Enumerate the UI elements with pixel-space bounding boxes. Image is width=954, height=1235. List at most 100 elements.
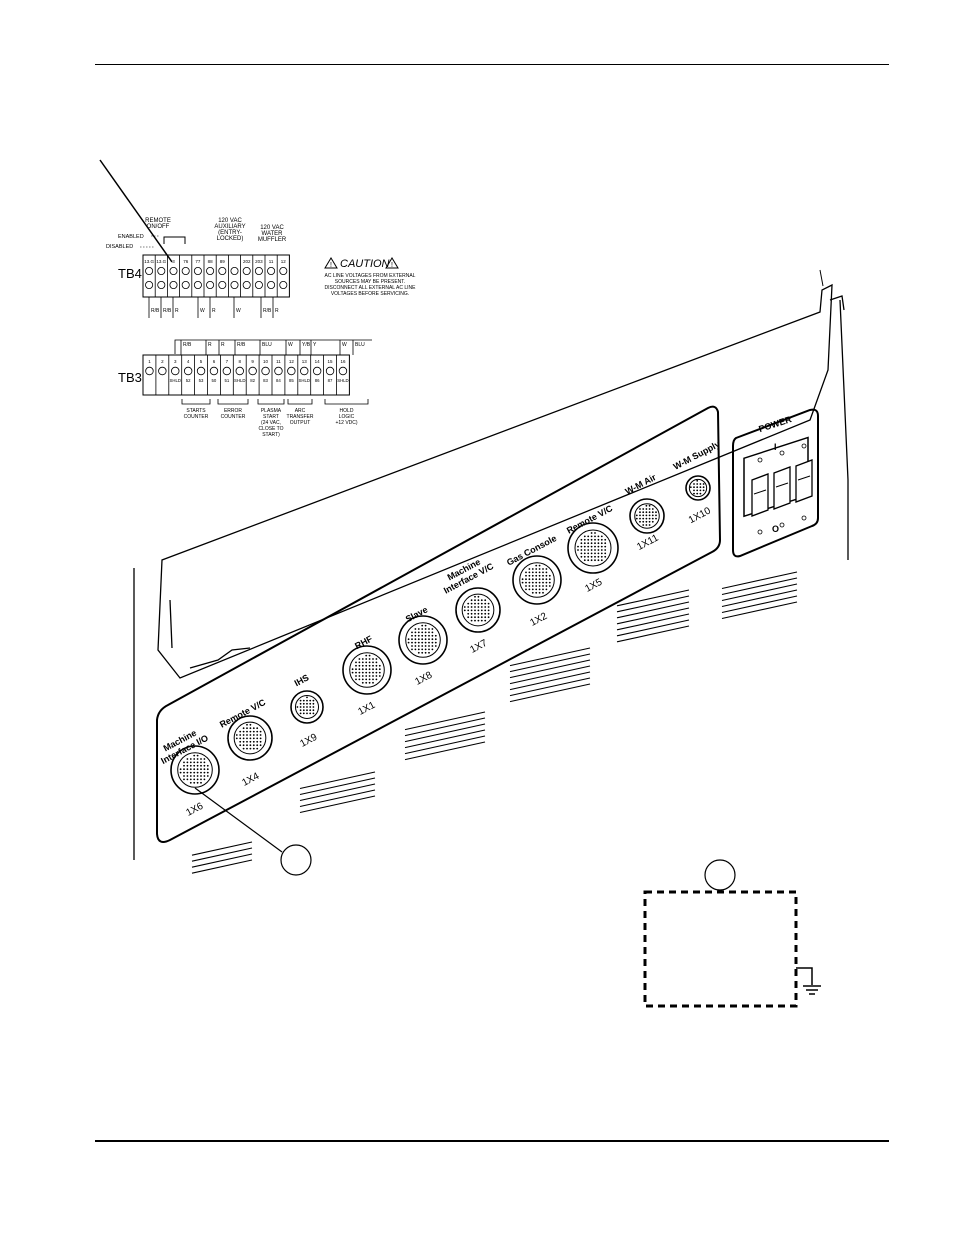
tb3-terminal-number: 1: [148, 359, 151, 364]
tb3-terminal-number: 3: [174, 359, 177, 364]
connector-face: [177, 752, 213, 788]
vent-slots: [191, 571, 798, 874]
caution-notice: ! CAUTION ! AC LINE VOLTAGES FROM EXTERN…: [324, 257, 417, 297]
tb4-terminal: 88: [203, 255, 215, 297]
enclosure-outline: [133, 269, 849, 860]
connector-id: 1X10: [687, 505, 713, 526]
tb3-terminal-code: 83: [263, 378, 268, 383]
tb3-terminal-code: 85: [289, 378, 294, 383]
tb3-wire-label: BLU: [355, 342, 365, 348]
power-switch-rockers[interactable]: [751, 443, 813, 535]
tb3-wire-label: R: [221, 342, 225, 348]
connector-id: 1X11: [635, 532, 661, 553]
connector-id: 1X6: [184, 801, 205, 819]
tb3-terminal: 2: [155, 355, 167, 395]
tb3-terminal-number: 4: [187, 359, 190, 364]
tb3-terminal-number: 11: [276, 359, 281, 364]
tb4-wire-label: R/B: [163, 308, 172, 314]
tb3-terminal-code: 87: [328, 378, 333, 383]
power-rocker[interactable]: [751, 457, 769, 535]
tb4-terminal: 3: [166, 255, 178, 297]
tb4-terminal-number: 13.G: [144, 259, 154, 264]
warning-icon: [324, 257, 338, 269]
callout-circle-2: [704, 859, 736, 891]
leader-line-tb4: [99, 159, 173, 263]
caution-title: CAUTION: [340, 258, 390, 270]
power-label: POWER: [757, 414, 793, 434]
top-rule: [95, 64, 889, 65]
tb4-wire-label: R: [275, 308, 279, 314]
remote-bracket: [163, 236, 186, 244]
power-on-mark: I: [774, 442, 777, 452]
tb4-terminal-number: 11: [269, 259, 274, 264]
power-switch-assembly: POWER I O: [732, 408, 819, 558]
tb3-terminal-number: 8: [238, 359, 241, 364]
tb3-label: TB3: [118, 370, 142, 385]
tb3-terminal-number: 5: [200, 359, 203, 364]
tb4-wire-label: W: [200, 308, 205, 314]
tb3-terminal-code: 51: [224, 378, 229, 383]
connector-face: [349, 652, 385, 688]
connector-name: IHS: [293, 672, 311, 688]
connector-face: [519, 562, 555, 598]
tb3-terminal: 9 82: [245, 355, 257, 395]
warning-icon-right-mark: !: [391, 262, 393, 269]
tb3-terminal-number: 6: [213, 359, 216, 364]
connector-id: 1X8: [413, 670, 434, 688]
tb4-terminal: 11: [264, 255, 276, 297]
tb4-wire-label: R/B: [151, 308, 160, 314]
connector-id: 1X4: [240, 771, 261, 789]
tb4-terminal: 76: [179, 255, 190, 297]
tb3-terminal-code: SHLD: [170, 378, 181, 383]
vent-set: [299, 771, 376, 814]
power-rocker[interactable]: [773, 450, 791, 528]
tb4-terminal-number: 202: [243, 259, 251, 264]
tb4-terminal-number: 88: [208, 259, 214, 264]
tb3-terminal-code: SHLD: [234, 378, 245, 383]
tb3-terminal-code: 53: [199, 378, 204, 383]
tb4-terminal: 77: [191, 255, 202, 297]
tb3-terminal-number: 9: [251, 359, 254, 364]
tb4-terminal: 202: [240, 255, 251, 297]
connector-id: 1X5: [583, 577, 604, 595]
tb4-terminal-number: 77: [195, 259, 201, 264]
connector-face: [233, 721, 267, 755]
power-rocker[interactable]: [795, 443, 813, 521]
vent-set: [404, 711, 486, 761]
tb4-disabled-label: DISABLED: [106, 244, 133, 250]
ground-icon: [796, 967, 821, 995]
tb3-wire-label: R/B: [237, 342, 246, 348]
tb3-terminal-code: 82: [250, 378, 255, 383]
dashed-enclosure-box: [643, 890, 798, 1008]
tb4-wire-label: W: [236, 308, 241, 314]
connector-face: [634, 503, 660, 529]
connector-face: [688, 478, 708, 498]
power-plate: [732, 408, 819, 558]
tb4-terminal-number: 76: [183, 259, 189, 264]
tb4-terminal: 13.G: [154, 255, 167, 297]
